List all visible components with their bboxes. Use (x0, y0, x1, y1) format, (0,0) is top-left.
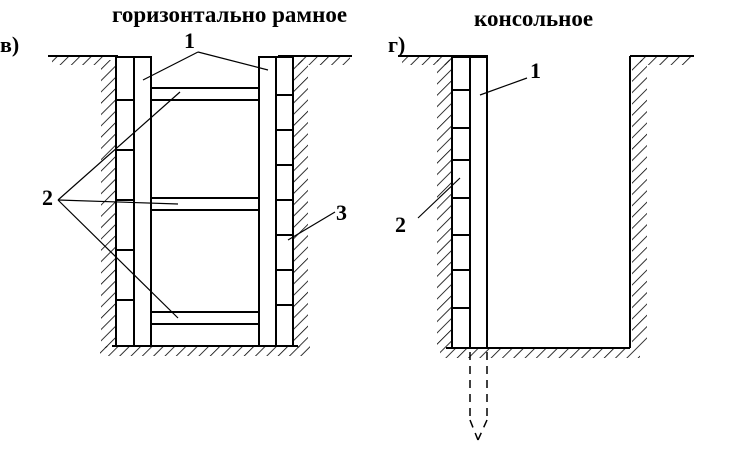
callout-3-left: 3 (336, 200, 347, 225)
label-g: г) (388, 32, 405, 57)
callout-1-left: 1 (184, 28, 195, 53)
ground-hatch-right-top (298, 56, 350, 65)
label-v: в) (0, 32, 19, 57)
leader-1-to-left-post (142, 51, 199, 81)
cantilever-diagram (398, 55, 694, 441)
ground-hatch-left-top (52, 56, 104, 65)
callout-1-right: 1 (530, 58, 541, 83)
strut-top (150, 87, 260, 101)
bottom-hatch-left (100, 346, 310, 356)
leader-2-to-bottom-strut (57, 199, 179, 319)
board-joints-cant (452, 89, 470, 309)
leader-lines-left (57, 51, 336, 319)
board-column-cant (451, 56, 471, 349)
title-cantilever: консольное (474, 6, 593, 31)
leader-lines-right (417, 77, 528, 219)
strut-bottom (150, 311, 260, 325)
horizontal-frame-diagram (48, 51, 352, 356)
strut-middle (150, 197, 260, 211)
board-column-right (275, 56, 294, 347)
leader-2-to-middle-strut (57, 199, 179, 205)
pile-cant (469, 56, 488, 349)
post-right (258, 56, 277, 347)
callout-2-right: 2 (395, 212, 406, 237)
leader-3-to-board (287, 211, 336, 241)
wall-hatch-cant-right (632, 60, 647, 348)
title-horizontal-frame: горизонтально рамное (112, 2, 347, 27)
ground-hatch-cant-right (640, 56, 692, 65)
wall-hatch-cant-left (437, 60, 452, 348)
post-left (133, 56, 152, 347)
leader-2-to-top-strut (57, 91, 181, 201)
leader-1-to-pile (479, 77, 528, 96)
wall-hatch-left (101, 60, 116, 348)
callout-2-left: 2 (42, 185, 53, 210)
ground-hatch-cant-left (402, 56, 454, 65)
board-joints-right (276, 94, 293, 306)
bottom-hatch-cant (440, 348, 640, 358)
leader-1-to-right-post (197, 51, 269, 71)
pile-embedded-dashed (469, 352, 488, 441)
wall-hatch-right (293, 60, 308, 348)
leader-2-to-board (417, 177, 461, 219)
board-joints-left (116, 99, 134, 301)
